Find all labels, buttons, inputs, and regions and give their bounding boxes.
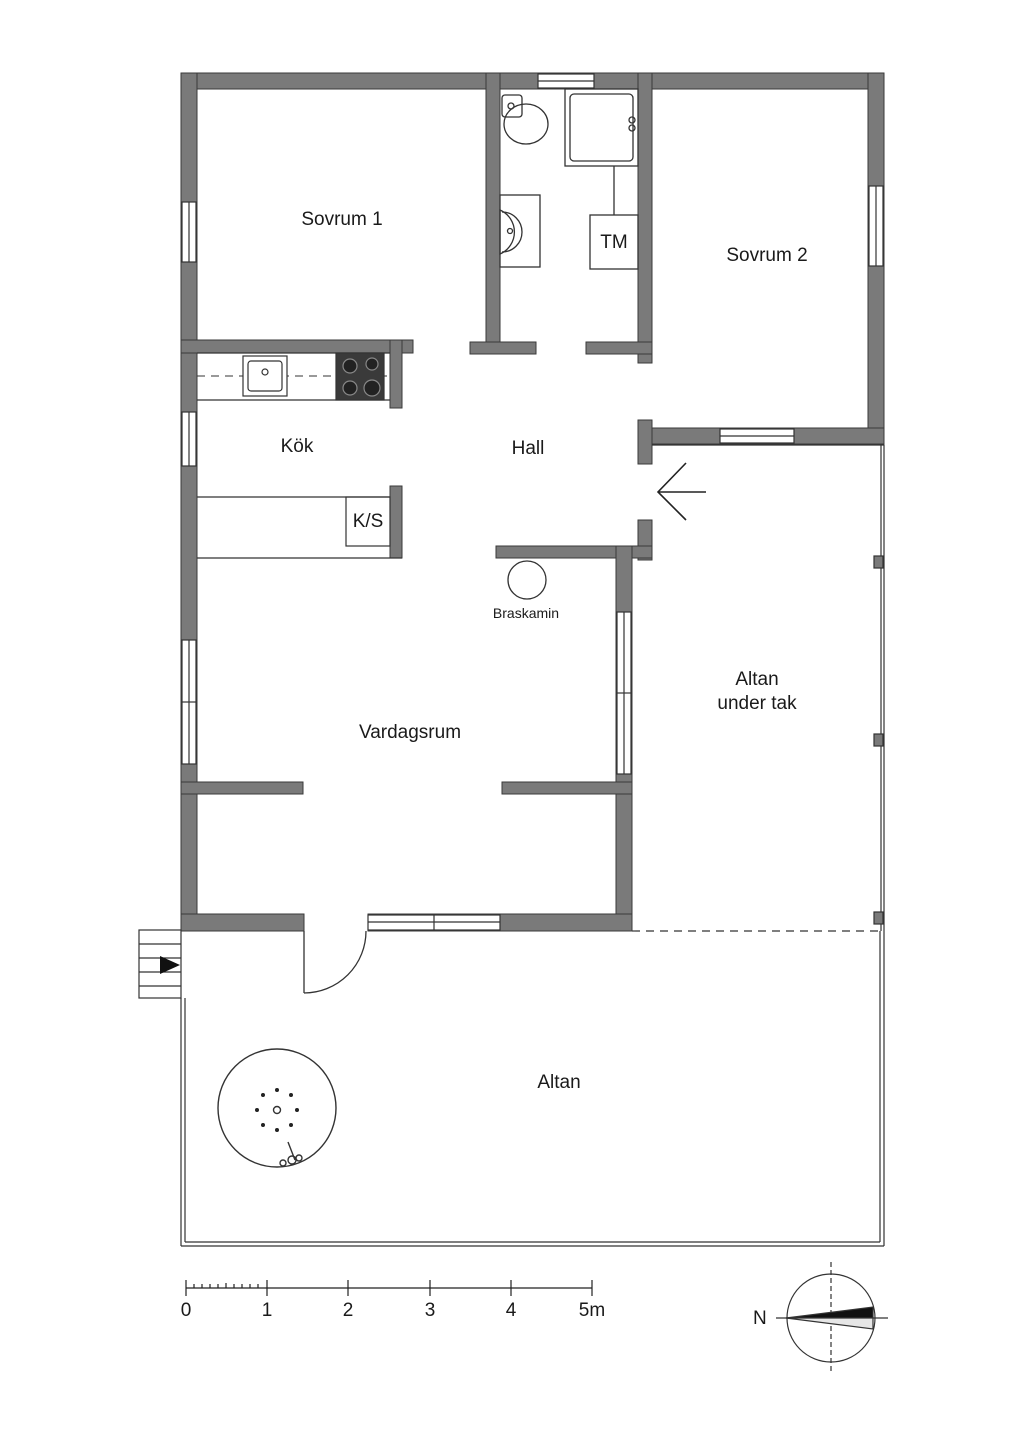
room-label-sovrum-1: Sovrum 1 (301, 209, 383, 230)
scale-tick-0: 0 (180, 1300, 192, 1321)
label-braskamin: Braskamin (492, 605, 560, 621)
kitchen-fixtures (197, 352, 402, 559)
scale-tick-5m: 5m (578, 1300, 606, 1321)
room-label-tm: TM (600, 232, 628, 253)
room-label-sovrum-2: Sovrum 2 (726, 245, 808, 266)
sink-icon (499, 194, 541, 268)
scale-tick-2: 2 (342, 1300, 354, 1321)
shower-icon (564, 88, 639, 167)
covered-terrace (632, 444, 885, 932)
room-label-kok: Kök (280, 436, 314, 457)
walls (180, 72, 885, 932)
bathroom-fixtures (499, 88, 639, 270)
entry-arrow-icon (656, 462, 706, 521)
compass-icon (776, 1262, 888, 1374)
kitchen-sink-icon (242, 355, 288, 397)
open-terrace (180, 931, 885, 1247)
braskamin-icon (507, 560, 547, 600)
compass-north-label: N (753, 1308, 767, 1329)
toilet-icon (501, 94, 549, 145)
tm-box (589, 214, 639, 270)
room-label-vardagsrum: Vardagsrum (358, 722, 462, 743)
room-label-altan: Altan (537, 1072, 581, 1093)
altan-under-tak-line2: under tak (717, 693, 797, 714)
room-label-ks: K/S (352, 511, 384, 532)
windows (181, 73, 884, 931)
steps-icon (138, 929, 182, 999)
stove-icon (335, 352, 385, 401)
room-label-altan-under-tak: Altan under tak (717, 668, 796, 716)
scale-tick-1: 1 (261, 1300, 273, 1321)
room-label-hall: Hall (511, 438, 545, 459)
scale-bar (185, 1280, 593, 1296)
ks-box (345, 496, 391, 547)
scale-tick-3: 3 (424, 1300, 436, 1321)
door-icon (303, 930, 367, 994)
scale-tick-4: 4 (505, 1300, 517, 1321)
hot-tub-icon (217, 1048, 337, 1168)
altan-under-tak-line1: Altan (735, 669, 779, 690)
